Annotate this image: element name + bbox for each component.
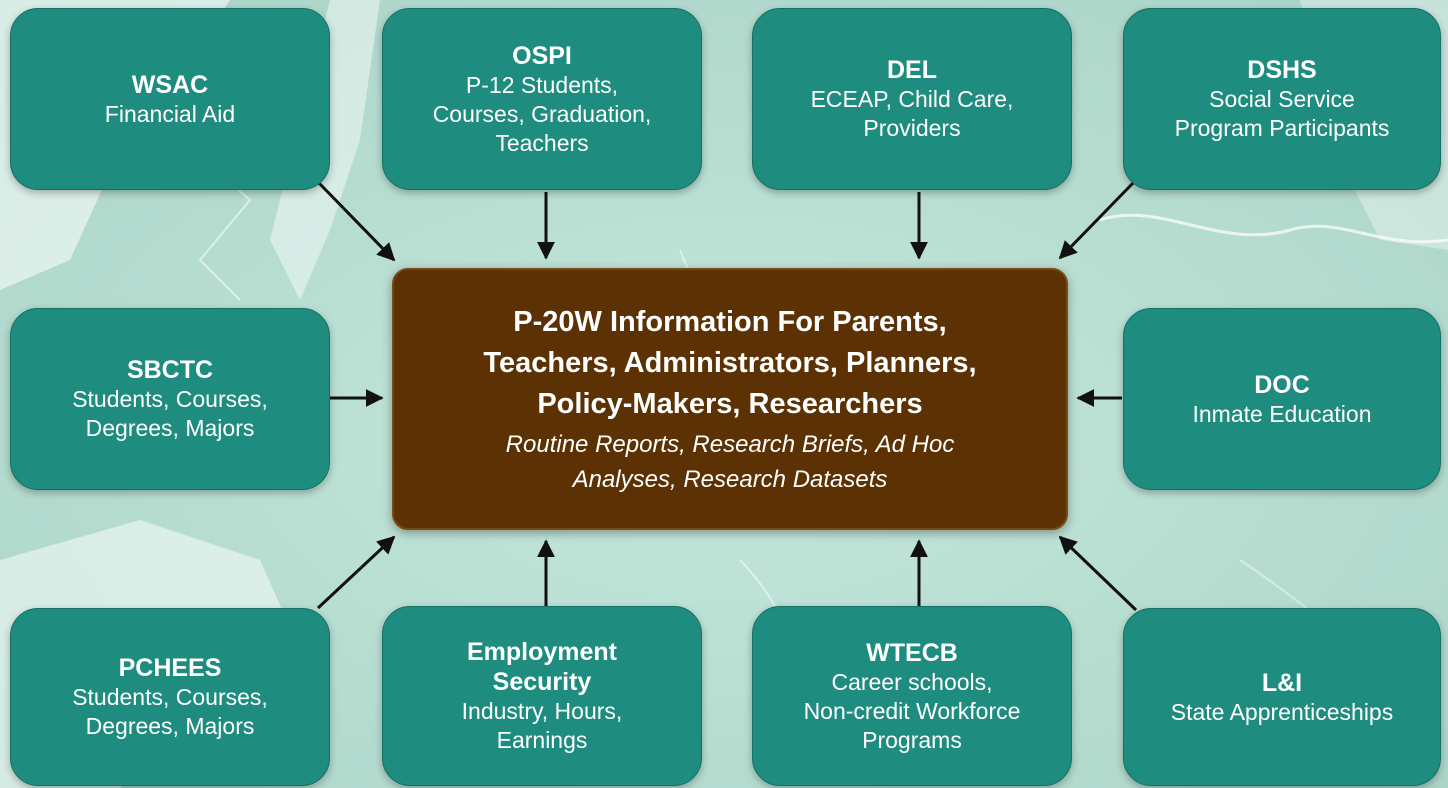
node-desc-line: Students, Courses, bbox=[72, 386, 268, 412]
node-wtecb: WTECB Career schools, Non-credit Workfor… bbox=[752, 606, 1072, 786]
node-wsac: WSAC Financial Aid bbox=[10, 8, 330, 190]
node-ospi: OSPI P-12 Students, Courses, Graduation,… bbox=[382, 8, 702, 190]
node-sbctc: SBCTC Students, Courses, Degrees, Majors bbox=[10, 308, 330, 490]
node-desc-line: Courses, Graduation, bbox=[432, 100, 652, 127]
node-desc-line: Career schools, bbox=[831, 668, 993, 695]
node-desc-line: Earnings bbox=[496, 727, 588, 753]
node-employment-security: Employment Security Industry, Hours, Ear… bbox=[382, 606, 702, 786]
center-title-line: Policy-Makers, Researchers bbox=[537, 387, 923, 420]
node-doc: DOC Inmate Education bbox=[1123, 308, 1441, 490]
node-desc-line: Students, Courses, bbox=[72, 684, 268, 710]
node-title: SBCTC bbox=[126, 356, 214, 384]
node-desc-line: ECEAP, Child Care, bbox=[810, 86, 1014, 112]
node-desc-line: Social Service bbox=[1209, 86, 1355, 112]
node-title: DSHS bbox=[1247, 56, 1317, 84]
node-title: DEL bbox=[887, 56, 937, 84]
node-desc-line: Providers bbox=[863, 115, 961, 141]
node-dshs: DSHS Social Service Program Participants bbox=[1123, 8, 1441, 190]
node-desc-line: Teachers bbox=[495, 129, 589, 156]
node-title: WTECB bbox=[866, 638, 958, 667]
node-title: L&I bbox=[1261, 668, 1303, 697]
node-desc: Inmate Education bbox=[1192, 400, 1372, 427]
p20w-center-box: P-20W Information For Parents, Teachers,… bbox=[392, 268, 1068, 530]
node-title-line: Security bbox=[492, 668, 592, 696]
node-desc-line: Non-credit Workforce bbox=[803, 697, 1021, 724]
node-desc-line: Industry, Hours, bbox=[461, 698, 623, 724]
node-desc-line: Program Participants bbox=[1174, 115, 1390, 141]
node-desc: Financial Aid bbox=[104, 100, 236, 127]
node-pchees: PCHEES Students, Courses, Degrees, Major… bbox=[10, 608, 330, 786]
node-desc-line: Degrees, Majors bbox=[85, 415, 255, 441]
node-title: WSAC bbox=[131, 70, 209, 99]
center-subtitle-line: Routine Reports, Research Briefs, Ad Hoc bbox=[505, 430, 955, 458]
node-title-line: Employment bbox=[466, 638, 618, 666]
node-desc-line: Programs bbox=[862, 726, 962, 753]
center-title-line: Teachers, Administrators, Planners, bbox=[483, 346, 977, 379]
node-desc-line: P-12 Students, bbox=[465, 71, 619, 98]
node-desc: State Apprenticeships bbox=[1170, 698, 1394, 725]
center-subtitle-line: Analyses, Research Datasets bbox=[572, 465, 888, 493]
node-title: DOC bbox=[1254, 370, 1310, 399]
node-title: OSPI bbox=[512, 41, 572, 70]
node-lni: L&I State Apprenticeships bbox=[1123, 608, 1441, 786]
center-title-line: P-20W Information For Parents, bbox=[513, 305, 947, 338]
node-del: DEL ECEAP, Child Care, Providers bbox=[752, 8, 1072, 190]
node-desc-line: Degrees, Majors bbox=[85, 713, 255, 739]
node-title: PCHEES bbox=[118, 654, 222, 682]
